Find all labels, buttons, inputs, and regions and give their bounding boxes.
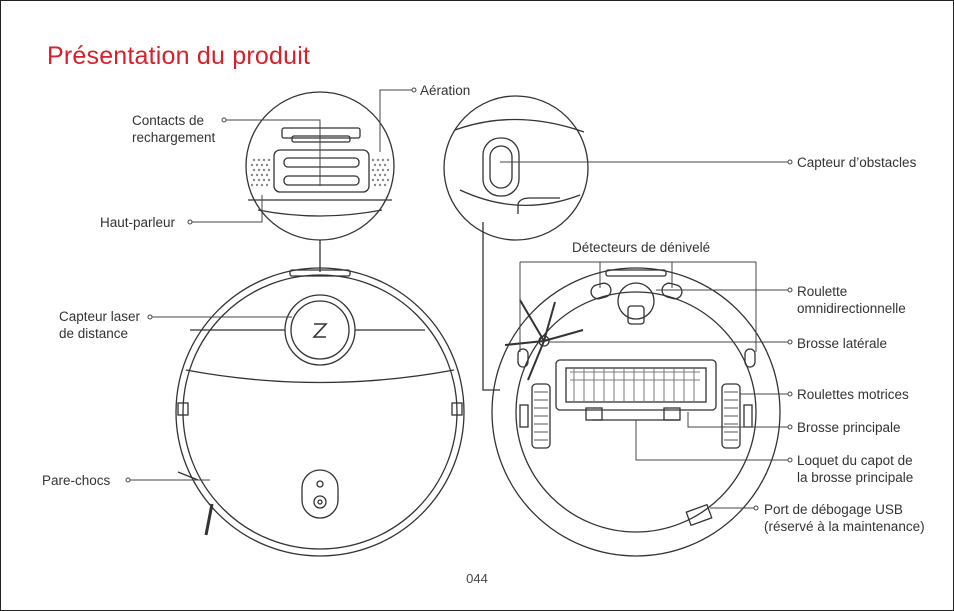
- label-brush-cover-latch: Loquet du capot de la brosse principale: [797, 453, 914, 485]
- label-usb-port: Port de débogage USB (réservé à la maint…: [764, 502, 925, 534]
- label-drive-wheels: Roulettes motrices: [797, 387, 909, 402]
- label-cliff-sensors: Détecteurs de dénivelé: [572, 240, 711, 255]
- label-omni-wheel: Roulette omnidirectionnelle: [797, 284, 906, 316]
- label-obstacle-sensor: Capteur d’obstacles: [797, 155, 917, 170]
- label-side-brush: Brosse latérale: [797, 336, 888, 351]
- label-laser-sensor: Capteur laser de distance: [59, 309, 141, 341]
- robot-top-view: [175, 267, 465, 557]
- label-charging-contacts: Contacts de rechargement: [132, 113, 216, 145]
- label-speaker: Haut-parleur: [100, 215, 176, 230]
- label-main-brush: Brosse principale: [797, 420, 901, 435]
- obstacle-sensor-zoom: [443, 95, 589, 241]
- leader-lines: [125, 87, 793, 511]
- page-title: Présentation du produit: [47, 42, 311, 70]
- page-number: 044: [466, 571, 488, 586]
- label-aeration: Aération: [420, 83, 471, 98]
- robot-bottom-view: [491, 267, 781, 557]
- label-bumper: Pare-chocs: [42, 473, 111, 488]
- speaker-grille-left: [250, 158, 271, 187]
- speaker-grille-right: [371, 158, 390, 187]
